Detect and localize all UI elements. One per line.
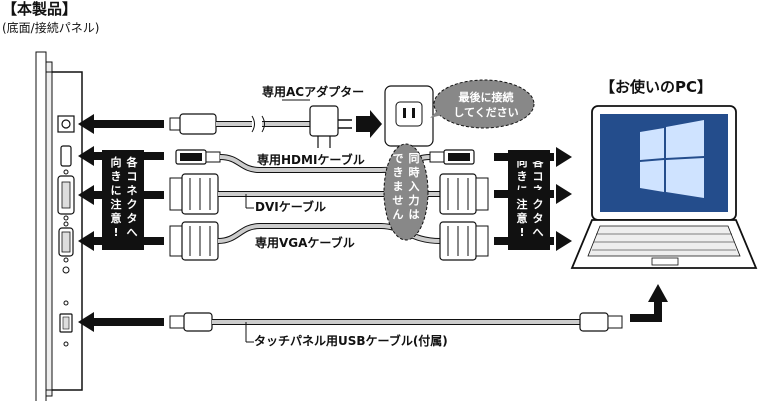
dvi-cable-label: DVIケーブル [255, 200, 326, 214]
no-simultaneous-input-line-2: できません [393, 152, 404, 221]
pc-title: 【お使いのPC】 [600, 78, 713, 96]
hdmi-cable-label: 専用HDMIケーブル [257, 153, 365, 167]
hdmi-port [60, 145, 72, 167]
vga-cable-label: 専用VGAケーブル [255, 236, 355, 250]
vga-port [58, 221, 74, 263]
dvi-cable [169, 173, 489, 215]
dc-in-port [57, 115, 75, 133]
no-simultaneous-input-line-1: 同時入力は [409, 152, 420, 221]
product-panel [35, 51, 83, 401]
usb-cable-label: タッチパネル用USBケーブル(付属) [254, 334, 448, 348]
audio-port [62, 266, 70, 274]
product-subtitle: (底面/接続パネル) [2, 21, 100, 35]
connect-last-bubble [430, 79, 535, 129]
arrow-dvi-out [494, 184, 572, 204]
arrow-usb-out [630, 300, 662, 322]
connect-last-line-2: してください [453, 106, 518, 119]
orientation-left-line-1: 各コネクタへ [126, 155, 139, 239]
usb-port [59, 313, 73, 333]
ac-adapter-label: 専用ACアダプター [262, 85, 365, 99]
arrow-to-outlet [356, 110, 382, 138]
vga-cable [169, 221, 489, 261]
arrow-usb-in [78, 312, 164, 332]
arrow-hdmi-out [494, 147, 572, 167]
product-title: 【本製品】 [2, 0, 78, 18]
arrow-vga-out [494, 231, 572, 251]
orientation-note-right-box [508, 150, 550, 250]
wall-outlet [384, 85, 434, 147]
laptop [570, 105, 758, 269]
arrow-dc-in [78, 114, 164, 134]
hdmi-cable [175, 149, 475, 173]
usb-cable [169, 312, 623, 332]
orientation-note-left-box [102, 150, 144, 250]
dvi-port [57, 169, 75, 221]
connect-last-line-1: 最後に接続 [459, 90, 514, 104]
orientation-left-line-2: 向きに注意! [111, 155, 122, 239]
no-simultaneous-input-bubble [383, 143, 429, 241]
ac-adapter [169, 99, 352, 148]
